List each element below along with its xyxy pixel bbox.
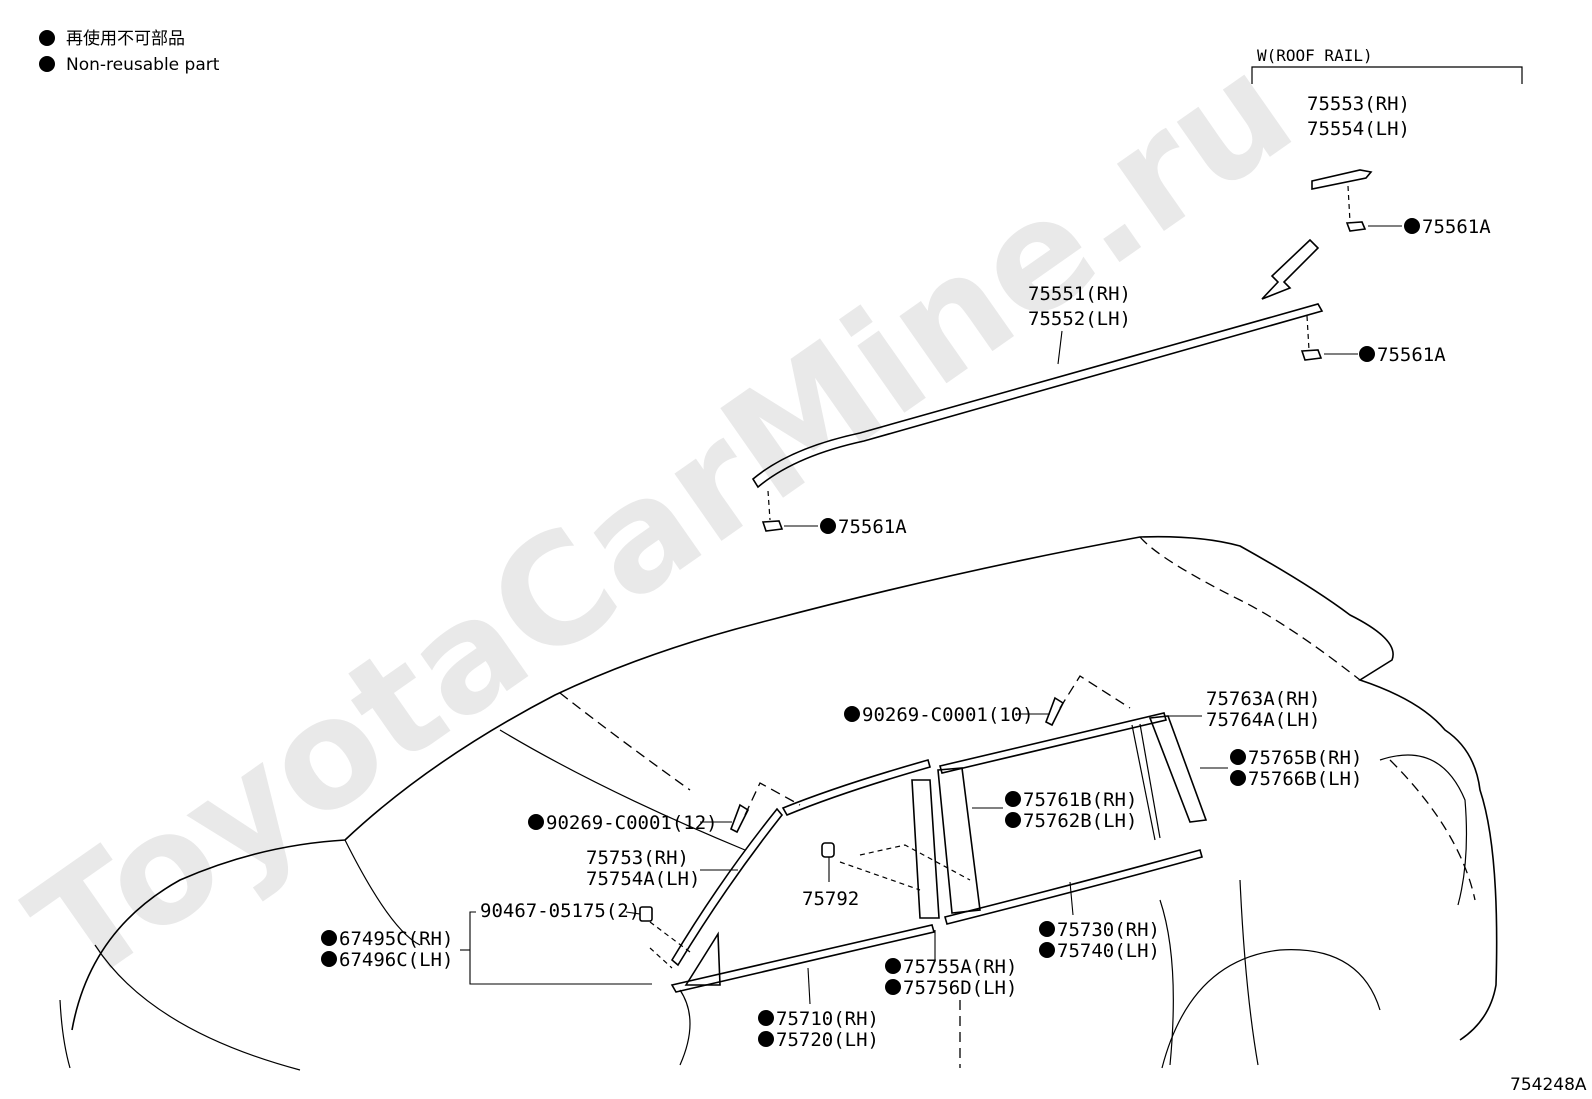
label-75553: 75553(RH) xyxy=(1307,93,1410,115)
label-75754a: 75754A(LH) xyxy=(586,868,700,890)
vehicle-body xyxy=(59,535,1498,1071)
non-reusable-bullet-icon xyxy=(1404,218,1420,234)
label-75766b: 75766B(LH) xyxy=(1248,768,1362,790)
non-reusable-bullet-icon xyxy=(1230,749,1246,765)
non-reusable-bullet-icon xyxy=(758,1010,774,1026)
non-reusable-bullet-icon xyxy=(1039,942,1055,958)
label-67495c: 67495C(RH) xyxy=(339,928,453,950)
direction-arrow-icon xyxy=(1261,238,1320,300)
label-75762b: 75762B(LH) xyxy=(1023,810,1137,832)
roof-rail-group: W(ROOF RAIL) xyxy=(1251,46,1523,84)
non-reusable-bullet-icon xyxy=(1039,921,1055,937)
non-reusable-bullet-icon xyxy=(1005,812,1021,828)
label-75764a: 75764A(LH) xyxy=(1206,709,1320,731)
label-75561a-top: 75561A xyxy=(1422,216,1491,238)
non-reusable-bullet-icon xyxy=(1005,791,1021,807)
non-reusable-bullet-icon xyxy=(321,951,337,967)
non-reusable-bullet-icon xyxy=(820,518,836,534)
label-75740: 75740(LH) xyxy=(1057,940,1160,962)
label-75792: 75792 xyxy=(802,888,859,910)
legend: 再使用不可部品 Non-reusable part xyxy=(39,28,220,75)
legend-jp: 再使用不可部品 xyxy=(66,28,185,49)
label-90269-10: 90269-C0001(10) xyxy=(862,704,1034,726)
fastener-icon xyxy=(639,906,653,922)
label-90467: 90467-05175(2) xyxy=(480,900,640,922)
label-75561a-low: 75561A xyxy=(838,516,907,538)
non-reusable-bullet-icon xyxy=(758,1031,774,1047)
label-67496c: 67496C(LH) xyxy=(339,949,453,971)
label-75730: 75730(RH) xyxy=(1057,919,1160,941)
non-reusable-bullet-icon xyxy=(1359,346,1375,362)
label-75561a-mid: 75561A xyxy=(1377,344,1446,366)
non-reusable-bullet-icon xyxy=(885,979,901,995)
label-75552: 75552(LH) xyxy=(1028,308,1131,330)
legend-en: Non-reusable part xyxy=(66,55,220,75)
non-reusable-bullet-icon xyxy=(39,30,55,46)
clip-icon xyxy=(1044,696,1065,727)
clip-icon xyxy=(729,803,750,834)
rail-end-cover-part xyxy=(1311,169,1373,232)
label-75763a: 75763A(RH) xyxy=(1206,688,1320,710)
label-75756d: 75756D(LH) xyxy=(903,977,1017,999)
label-75753: 75753(RH) xyxy=(586,847,689,869)
label-75761b: 75761B(RH) xyxy=(1023,789,1137,811)
non-reusable-bullet-icon xyxy=(528,814,544,830)
label-75755a: 75755A(RH) xyxy=(903,956,1017,978)
non-reusable-bullet-icon xyxy=(885,958,901,974)
non-reusable-bullet-icon xyxy=(844,706,860,722)
label-75554: 75554(LH) xyxy=(1307,118,1410,140)
figure-id: 754248A xyxy=(1510,1075,1587,1095)
non-reusable-bullet-icon xyxy=(1230,770,1246,786)
label-90269-12: 90269-C0001(12) xyxy=(546,812,718,834)
label-75551: 75551(RH) xyxy=(1028,283,1131,305)
label-75710: 75710(RH) xyxy=(776,1008,879,1030)
label-75765b: 75765B(RH) xyxy=(1248,747,1362,769)
non-reusable-bullet-icon xyxy=(321,930,337,946)
label-75720: 75720(LH) xyxy=(776,1029,879,1051)
roof-rail-part xyxy=(751,303,1324,532)
non-reusable-bullet-icon xyxy=(39,56,55,72)
group-label: W(ROOF RAIL) xyxy=(1257,46,1373,65)
clip-icon xyxy=(821,842,835,858)
